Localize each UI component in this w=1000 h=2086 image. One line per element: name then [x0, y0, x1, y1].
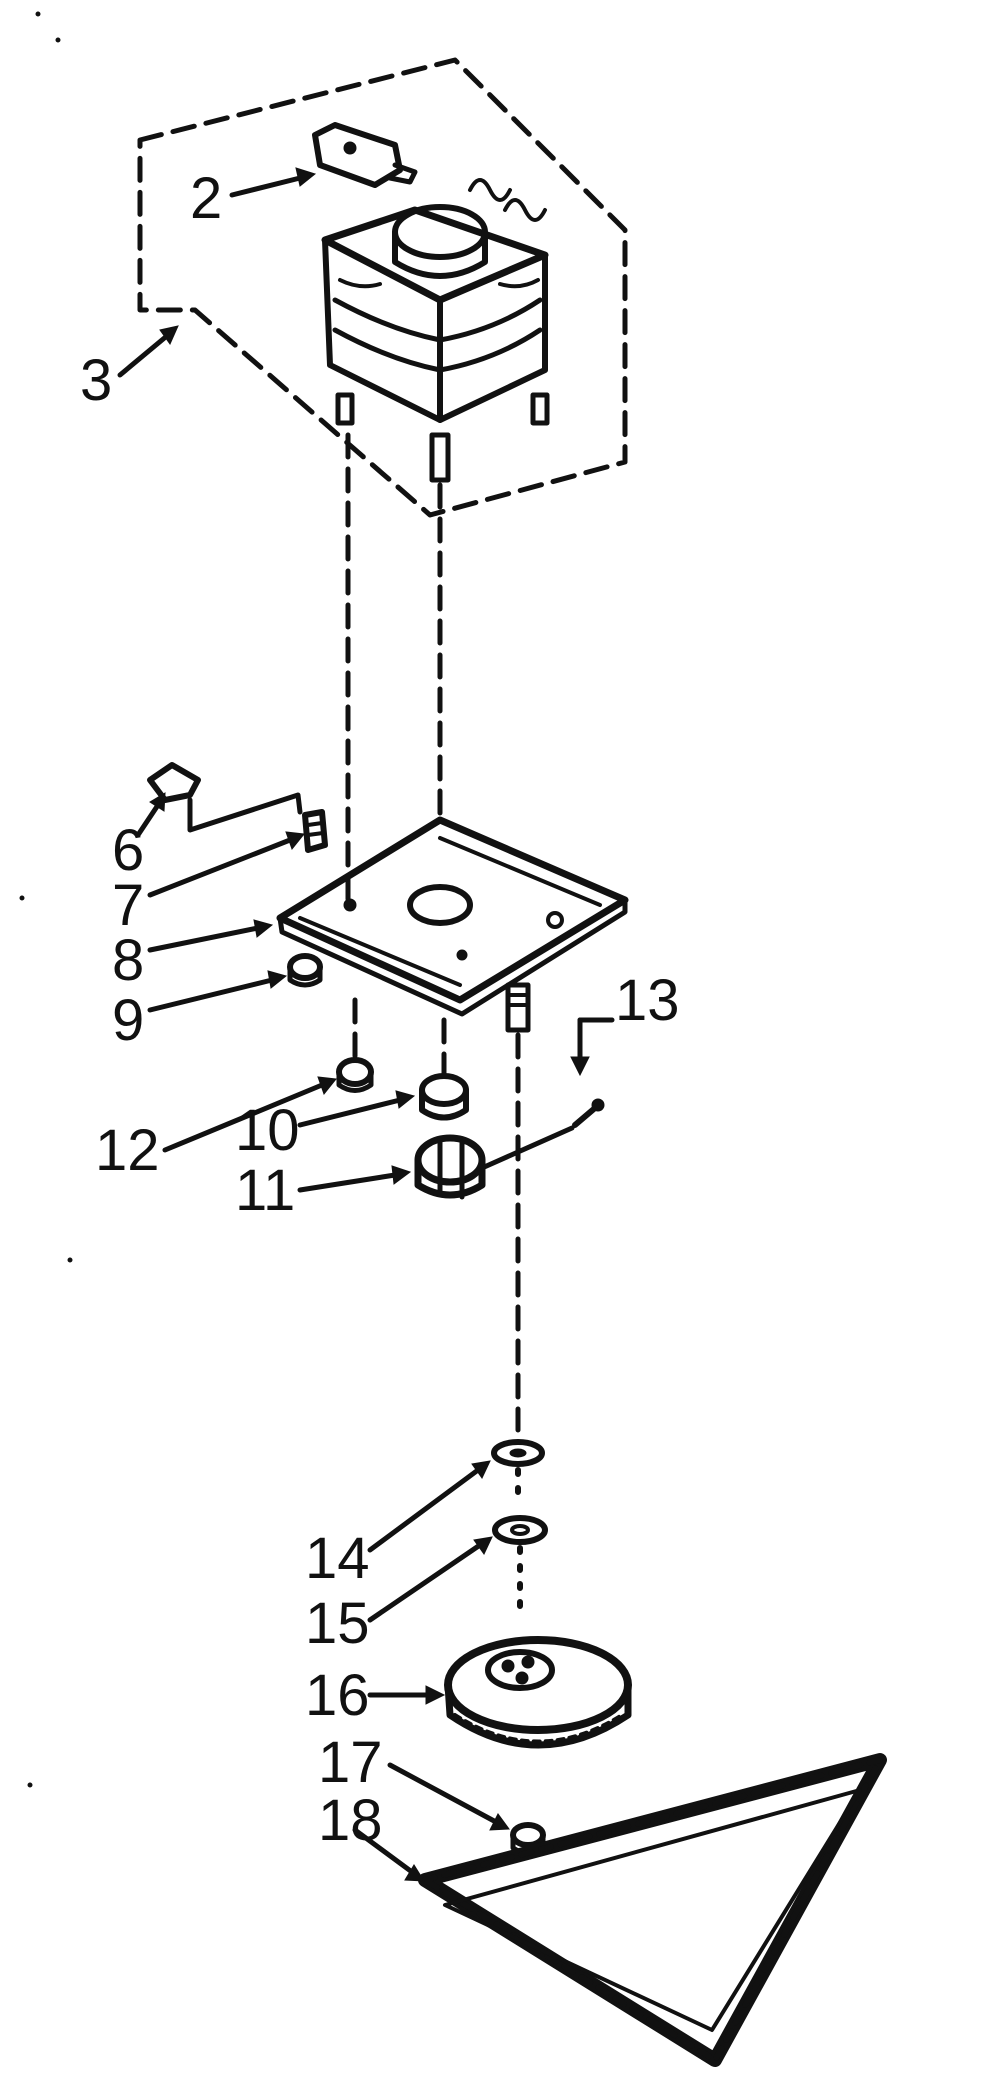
callout-18: 18 [318, 1788, 383, 1853]
drive-shaft [505, 982, 531, 1433]
part-14-washer [491, 1439, 545, 1508]
callout-8: 8 [112, 928, 144, 993]
part-2-switch [312, 122, 418, 188]
callout-2: 2 [190, 166, 222, 231]
part-3-motor [321, 178, 550, 483]
part-16-sprocket [444, 1636, 632, 1749]
leader-lines [117, 167, 615, 1882]
part-10-bushing [419, 1017, 469, 1121]
motor-assembly-boundary [137, 57, 628, 518]
part-18-drive-chain [418, 1753, 887, 2067]
part-7-wire-nut [302, 809, 328, 853]
callout-17: 17 [318, 1730, 383, 1795]
callout-16: 16 [305, 1663, 370, 1728]
part-6-clamp [147, 762, 303, 833]
callout-13: 13 [615, 968, 680, 1033]
part-12-grommet [336, 997, 374, 1093]
callout-14: 14 [305, 1526, 370, 1591]
callout-3: 3 [80, 348, 112, 413]
callout-9: 9 [112, 988, 144, 1053]
callout-12: 12 [95, 1118, 160, 1183]
callout-6: 6 [112, 818, 144, 883]
part-9-nut [287, 953, 323, 988]
part-15-washer [492, 1515, 548, 1613]
callout-15: 15 [305, 1591, 370, 1656]
part-13-screw [572, 1098, 605, 1128]
callout-7: 7 [112, 873, 144, 938]
part-11-nut [414, 1134, 486, 1200]
callout-11: 11 [235, 1158, 295, 1223]
callout-10: 10 [235, 1098, 300, 1163]
callout-labels: 2 3 6 7 8 9 10 11 12 13 14 15 16 17 18 [80, 166, 680, 1853]
part-8-mounting-plate [276, 816, 629, 1017]
scan-specks [19, 11, 73, 1788]
